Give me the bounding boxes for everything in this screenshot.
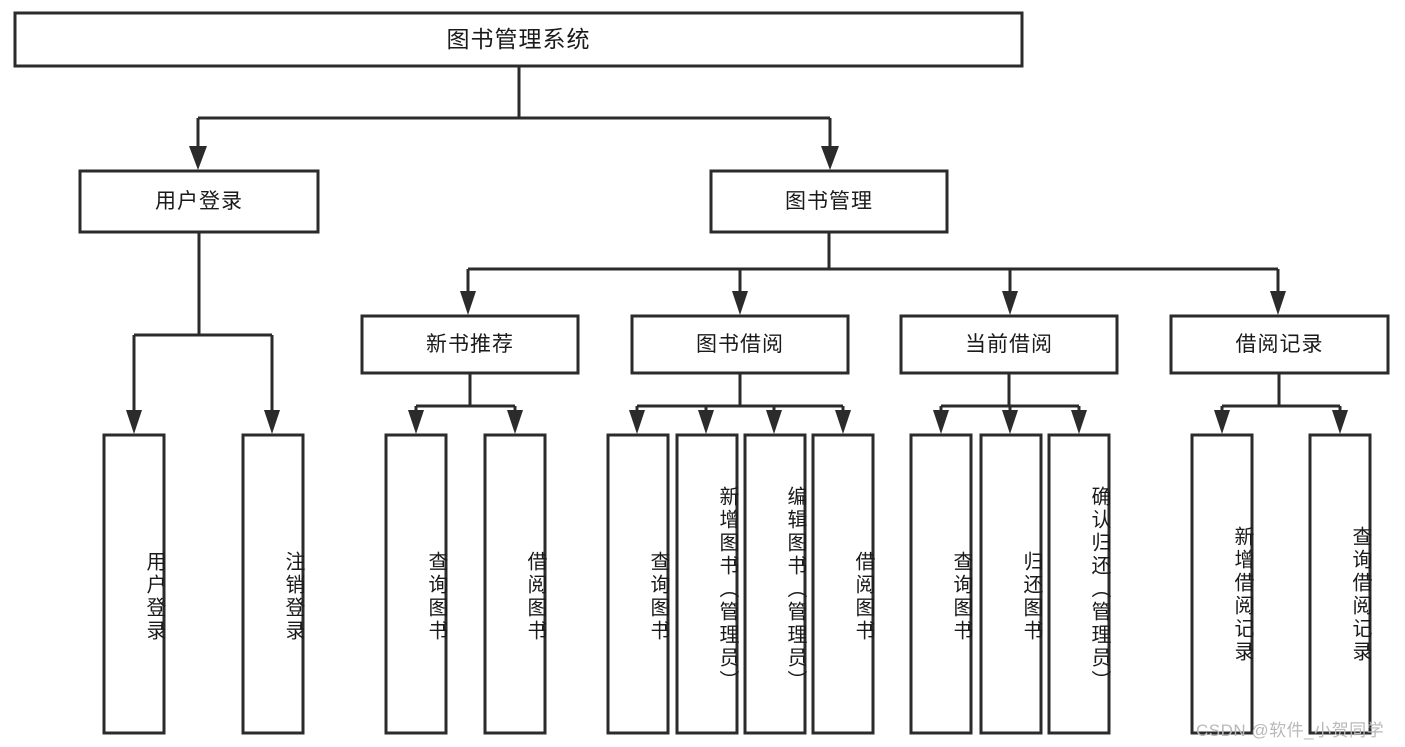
node-box-user-login[interactable] — [78, 169, 320, 234]
node-box-leaf-user-login[interactable] — [102, 433, 166, 735]
connector-root-to-level2 — [189, 66, 839, 170]
connector-bookborrow-to-leaves — [629, 373, 851, 434]
node-box-leaf-borrow-book-rec[interactable] — [483, 433, 547, 735]
connector-currentborrow-to-leaves — [933, 373, 1087, 434]
node-box-leaf-borrow-book[interactable] — [811, 433, 875, 735]
csdn-watermark: CSDN @软件_小贺同学 — [1196, 721, 1385, 740]
connector-userlogin-to-leaves — [126, 232, 280, 434]
node-box-leaf-confirm-return-admin[interactable] — [1047, 433, 1111, 735]
node-box-leaf-add-book-admin[interactable] — [675, 433, 739, 735]
node-box-leaf-add-borrow-record[interactable] — [1190, 433, 1254, 735]
node-box-new-book-recommend[interactable] — [360, 314, 580, 375]
node-box-leaf-user-logout[interactable] — [241, 433, 305, 735]
node-box-leaf-query-book-rec[interactable] — [384, 433, 448, 735]
node-box-book-manage[interactable] — [709, 169, 949, 234]
node-box-book-borrow[interactable] — [630, 314, 850, 375]
node-box-leaf-query-book-current[interactable] — [909, 433, 973, 735]
node-box-root[interactable] — [13, 11, 1024, 68]
node-box-leaf-return-book[interactable] — [979, 433, 1043, 735]
connector-newbook-to-leaves — [408, 373, 523, 434]
node-box-leaf-edit-book-admin[interactable] — [743, 433, 807, 735]
node-box-borrow-record[interactable] — [1169, 314, 1390, 375]
connector-borrowrecord-to-leaves — [1214, 373, 1348, 434]
connector-bookmanage-to-level3 — [460, 232, 1286, 315]
node-box-leaf-query-book-borrow[interactable] — [606, 433, 670, 735]
node-box-current-borrow[interactable] — [899, 314, 1119, 375]
node-box-leaf-query-borrow-record[interactable] — [1308, 433, 1372, 735]
